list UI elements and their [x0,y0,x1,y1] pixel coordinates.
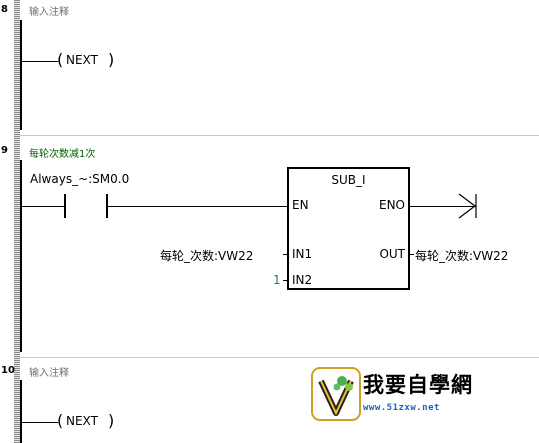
pin-in1: IN1 [292,247,313,261]
power-rail [20,160,22,352]
coil-label: NEXT [66,53,98,67]
logo-url: www.51zxw.net [363,403,440,413]
rung-wire [22,422,58,423]
network-number[interactable]: 10 [1,365,15,376]
pin-en: EN [292,198,309,212]
in1-stub [283,254,287,255]
contact-label[interactable]: Always_~:SM0.0 [30,172,130,186]
contact-bar-right [106,194,108,218]
power-rail [20,380,22,443]
site-logo-watermark: 我要自學網 www.51zxw.net [311,367,507,425]
rung-wire [22,61,58,62]
logo-title: 我要自學網 [363,372,473,397]
coil-left-paren: ( [57,411,64,430]
contact-bar-left [64,194,66,218]
coil-left-paren: ( [57,50,64,69]
in2-operand[interactable]: 1 [273,273,281,287]
out-stub [410,254,414,255]
network-number[interactable]: 9 [1,145,8,156]
network-separator [20,357,539,358]
rung-wire [22,206,64,207]
network-comment[interactable]: 每轮次数减1次 [29,149,96,160]
coil-right-paren: ) [108,411,115,430]
eno-wire [410,206,476,207]
in2-stub [283,280,287,281]
network-comment[interactable]: 输入注释 [29,368,69,379]
sub-i-block[interactable]: SUB_I EN ENO IN1 OUT IN2 [287,167,410,290]
logo-mark-icon [311,367,361,421]
network-gutter [0,0,14,443]
rung-wire [108,206,287,207]
network-comment[interactable]: 输入注释 [29,7,69,18]
pin-eno: ENO [378,198,405,212]
eno-output-arrow-icon [458,193,477,219]
network-separator [20,135,539,136]
power-rail [20,20,22,130]
coil-label: NEXT [66,414,98,428]
coil-right-paren: ) [108,50,115,69]
block-title: SUB_I [331,173,366,187]
pin-out: OUT [379,247,405,261]
in1-operand[interactable]: 每轮_次数:VW22 [160,249,254,263]
gutter-bar [14,0,20,443]
pin-in2: IN2 [292,273,313,287]
out-operand[interactable]: 每轮_次数:VW22 [415,249,509,263]
network-number[interactable]: 8 [1,4,8,15]
